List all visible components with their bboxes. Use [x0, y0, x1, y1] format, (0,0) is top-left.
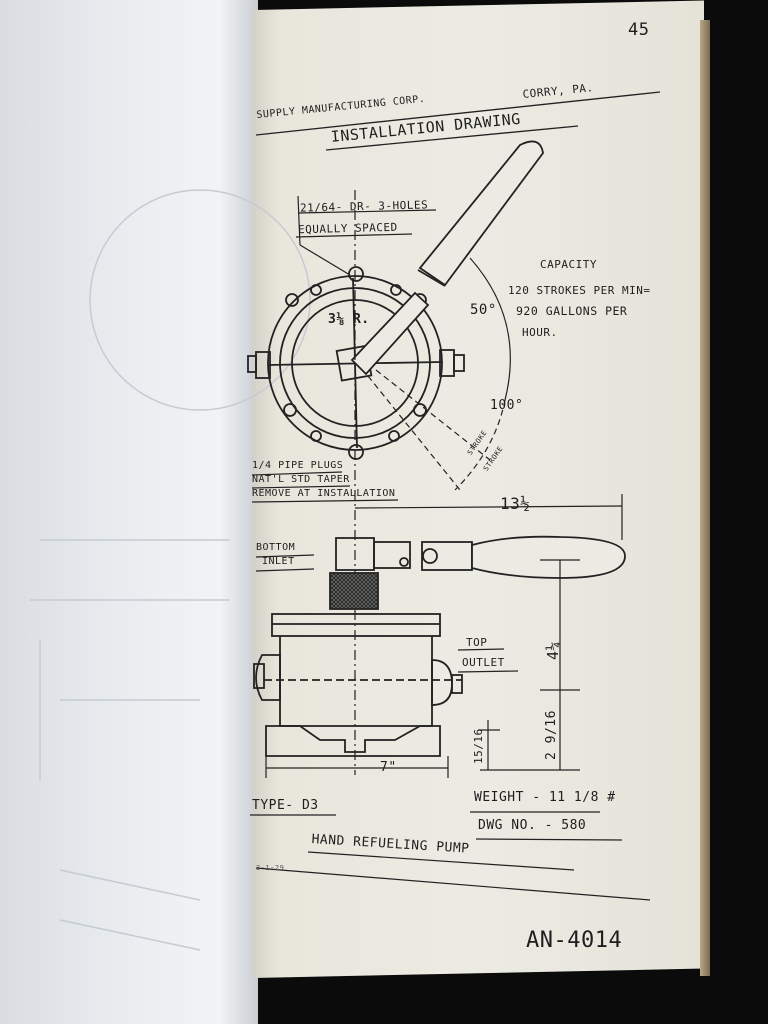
dim-handle-length: 13½ [500, 494, 531, 513]
radius-label: 3⅛ R. [328, 312, 370, 327]
header-rule [255, 91, 661, 136]
top-outlet-line2: OUTLET [462, 656, 505, 669]
bleed-through [30, 189, 311, 951]
capacity-line4: HOUR. [522, 326, 558, 339]
angle-100-label: 100° [490, 398, 524, 413]
angle-50-label: 50° [470, 302, 497, 318]
dimension-lines [265, 494, 623, 778]
pump-side-view [253, 535, 626, 757]
pipe-plugs-line2: NAT'L STD TAPER [252, 474, 350, 485]
drawing-date: 3-1-29 [256, 864, 285, 872]
dim-base-width: 7" [380, 760, 397, 775]
pump-weight: WEIGHT - 11 1/8 # [474, 790, 616, 805]
capacity-line3: 920 GALLONS PER [516, 304, 628, 318]
page-number: 45 [628, 20, 650, 40]
leader-lines [250, 195, 651, 901]
drawing-number: DWG NO. - 580 [478, 818, 587, 833]
capacity-line2: 120 STROKES PER MIN= [508, 284, 651, 297]
title-underline [325, 125, 579, 151]
bottom-inlet-line2: INLET [262, 556, 295, 567]
book-edge [700, 20, 710, 976]
dim-base-height: 15/16 [472, 728, 485, 764]
dim-height-upper: 4¼ [544, 640, 562, 660]
stroke-arcs [299, 190, 511, 775]
capacity-line1: CAPACITY [540, 258, 597, 271]
pump-type: TYPE- D3 [252, 798, 319, 813]
top-outlet-line1: TOP [466, 636, 488, 649]
pipe-plugs-line3: REMOVE AT INSTALLATION [252, 488, 396, 499]
left-page [0, 0, 258, 1024]
holes-note-line2: EQUALLY SPACED [297, 220, 398, 237]
pipe-plugs-line1: 1/4 PIPE PLUGS [252, 460, 344, 471]
dim-height-lower: 2 9/16 [544, 710, 559, 760]
an-number: AN-4014 [526, 928, 623, 953]
bottom-inlet-line1: BOTTOM [256, 542, 296, 553]
